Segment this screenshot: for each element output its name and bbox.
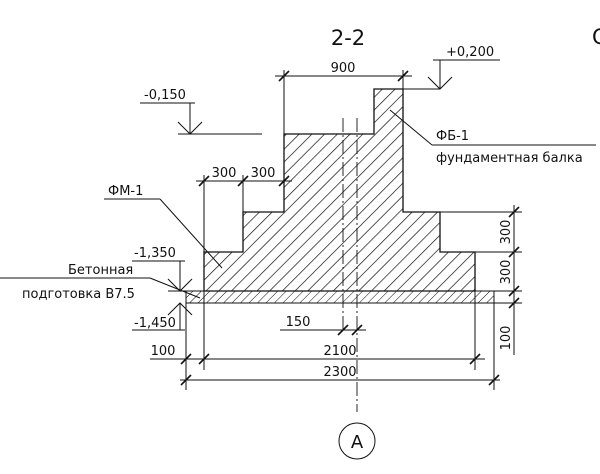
svg-text:ФБ-1: ФБ-1 [436, 129, 469, 144]
svg-text:2100: 2100 [323, 344, 356, 359]
svg-text:-0,150: -0,150 [144, 88, 186, 103]
foundation-leader: ФМ-1 [104, 184, 223, 269]
svg-text:-1,350: -1,350 [134, 246, 176, 261]
axis-label: А [351, 432, 364, 453]
svg-text:-1,450: -1,450 [134, 316, 176, 331]
svg-text:150: 150 [286, 315, 311, 330]
concrete-prep-layer [185, 290, 495, 304]
dim-right: 300 300 100 [440, 205, 522, 355]
svg-text:Бетонная: Бетонная [68, 263, 133, 278]
svg-text:900: 900 [331, 61, 356, 76]
svg-text:ФМ-1: ФМ-1 [108, 184, 143, 199]
prep-leader: Бетонная подготовка В7.5 [0, 263, 201, 302]
svg-text:300: 300 [212, 166, 237, 181]
svg-text:300: 300 [251, 166, 276, 181]
level-mark-left: -0,150 [140, 88, 262, 135]
corner-letter: С [592, 25, 600, 49]
dim-steps-left: 300 300 [196, 166, 292, 252]
svg-text:100: 100 [499, 326, 514, 351]
level-mark-prep: -1,450 [132, 302, 193, 331]
svg-text:100: 100 [151, 344, 176, 359]
axis-bubble [338, 422, 376, 460]
level-mark-foot: -1,350 [132, 246, 193, 292]
svg-text:подготовка В7.5: подготовка В7.5 [22, 287, 135, 302]
svg-text:300: 300 [499, 260, 514, 285]
beam-leader: ФБ-1 фундаментная балка [389, 109, 596, 166]
foundation-body [203, 88, 476, 292]
svg-text:+0,200: +0,200 [446, 45, 494, 60]
dim-bottom: 100 2100 2300 [150, 291, 500, 390]
dim-offset-150: 150 [280, 315, 366, 336]
svg-text:фундаментная балка: фундаментная балка [436, 151, 583, 166]
svg-text:2300: 2300 [323, 365, 356, 380]
section-title: 2-2 [331, 26, 365, 50]
svg-text:300: 300 [499, 220, 514, 245]
dim-top-900: 900 [275, 61, 412, 134]
level-mark-top: +0,200 [403, 45, 500, 90]
